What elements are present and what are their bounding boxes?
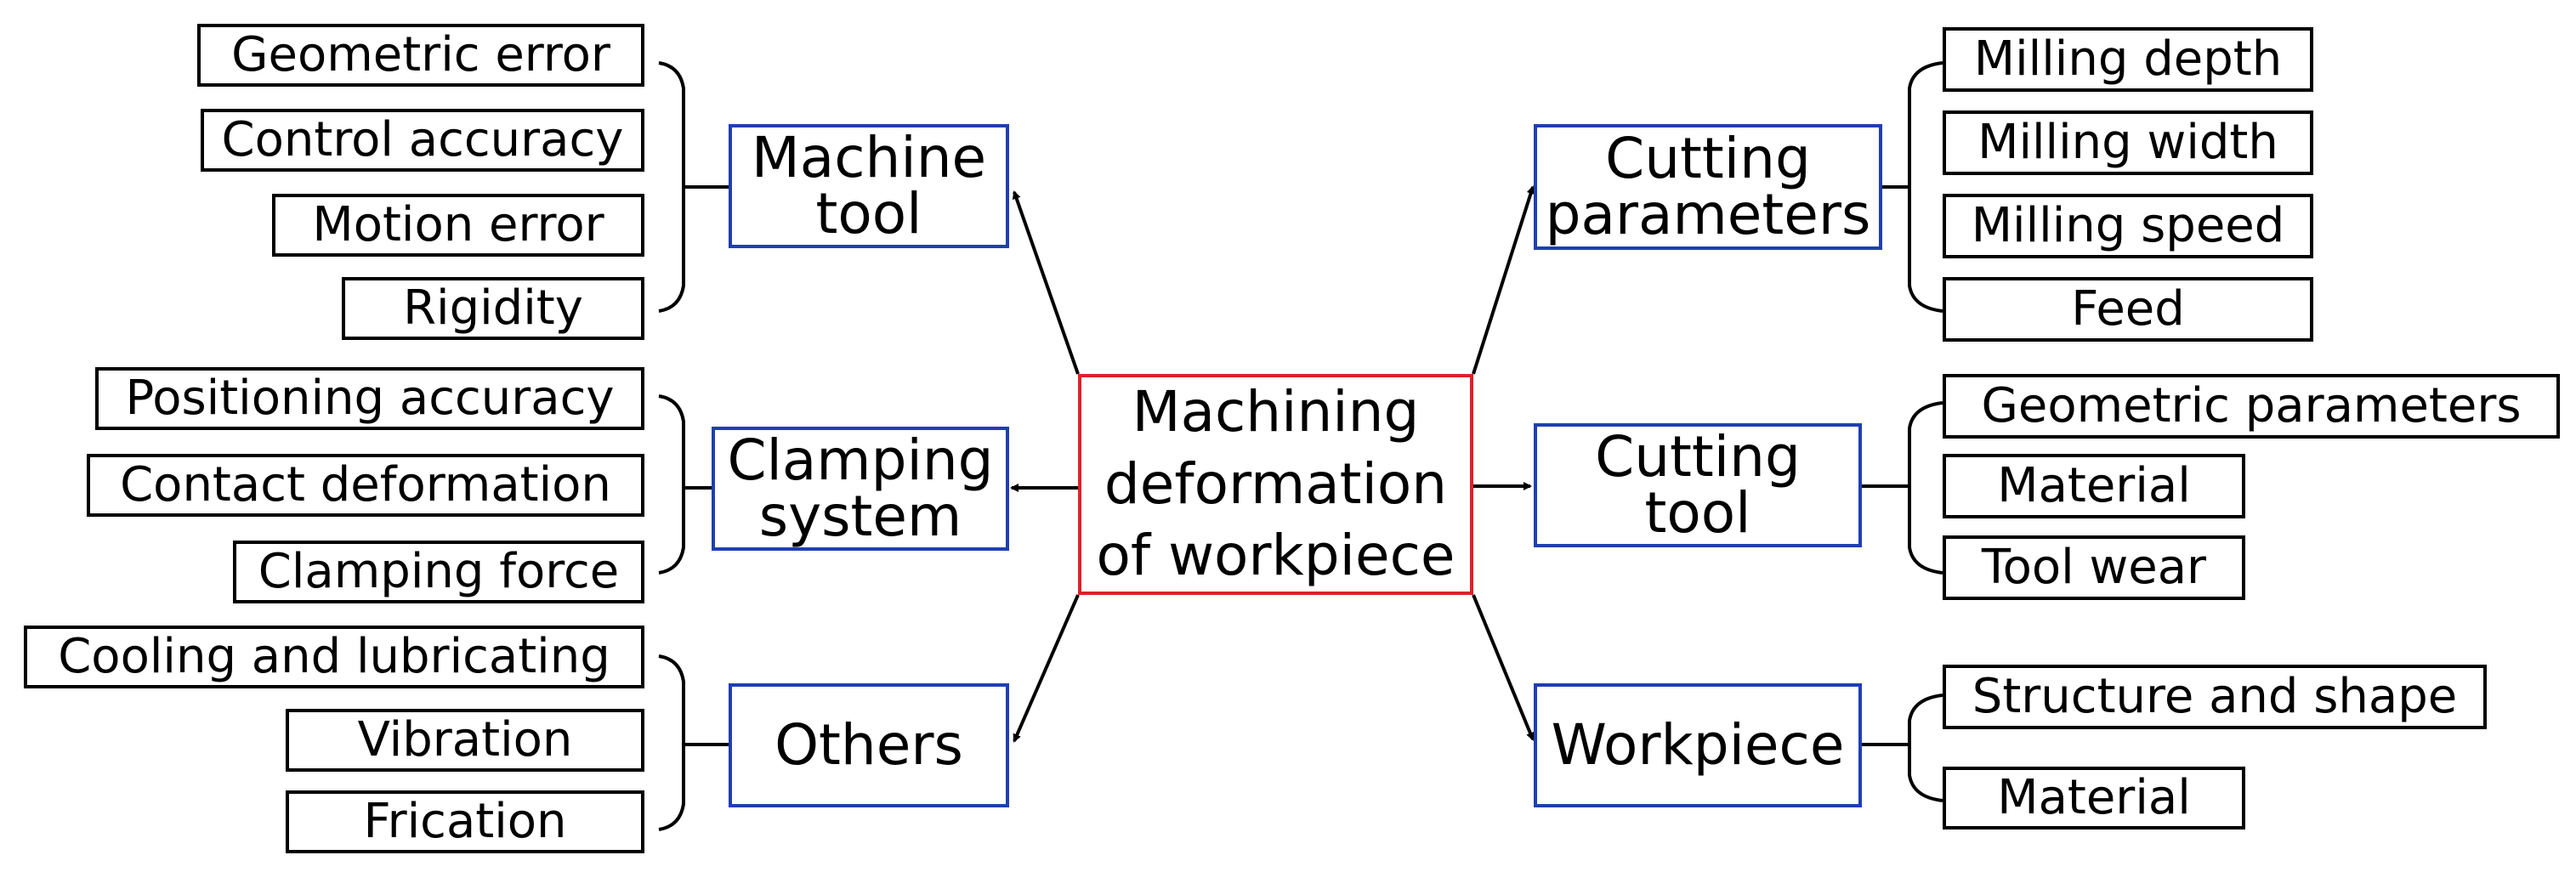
brace-workpiece (1908, 694, 1943, 802)
factor-feed: Feed (1943, 277, 2313, 342)
arrow-to-cutting-parameters (1472, 185, 1535, 375)
center-node: Machining deformation of workpiece (1078, 374, 1473, 595)
category-label: Cutting (1595, 424, 1801, 490)
center-line-1: Machining (1132, 379, 1420, 445)
factor-positioning-accuracy: Positioning accuracy (95, 367, 644, 430)
category-cutting-parameters: Cutting parameters (1534, 124, 1882, 250)
factor-structure-and-shape: Structure and shape (1943, 665, 2487, 729)
brace-cutting-parameters (1908, 61, 1943, 313)
category-label: Clamping (727, 428, 994, 493)
category-label: Others (775, 712, 963, 778)
brace-clamping-system (658, 394, 685, 575)
category-label: Workpiece (1551, 712, 1845, 778)
brace-machine-tool (658, 61, 685, 313)
factor-tool-wear: Tool wear (1943, 535, 2245, 600)
factor-material-workpiece: Material (1943, 767, 2245, 830)
center-line-2: deformation (1104, 450, 1448, 517)
factor-clamping-force: Clamping force (233, 541, 644, 603)
category-label: tool (815, 181, 922, 246)
category-label: Machine (751, 125, 987, 190)
category-others: Others (729, 683, 1009, 807)
factor-rigidity: Rigidity (342, 277, 644, 340)
category-label: parameters (1545, 182, 1871, 247)
factor-geometric-parameters: Geometric parameters (1943, 374, 2560, 439)
category-label: Cutting (1605, 126, 1811, 191)
category-machine-tool: Machine tool (729, 124, 1009, 248)
factor-motion-error: Motion error (272, 194, 644, 257)
factor-milling-width: Milling width (1943, 110, 2313, 175)
category-cutting-tool: Cutting tool (1534, 423, 1862, 547)
factor-milling-speed: Milling speed (1943, 194, 2313, 258)
arrow-to-workpiece (1472, 594, 1535, 741)
factor-vibration: Vibration (286, 709, 644, 772)
brace-others (658, 654, 685, 831)
arrow-to-machine-tool (1012, 190, 1080, 375)
factor-contact-deformation: Contact deformation (87, 454, 644, 517)
category-workpiece: Workpiece (1534, 683, 1862, 807)
category-clamping-system: Clamping system (712, 427, 1009, 551)
factor-material-tool: Material (1943, 454, 2245, 518)
factor-milling-depth: Milling depth (1943, 27, 2313, 92)
factor-cooling-and-lubricating: Cooling and lubricating (24, 626, 644, 688)
factor-control-accuracy: Control accuracy (201, 109, 644, 172)
factor-frication: Frication (286, 790, 644, 853)
category-label: tool (1644, 480, 1751, 546)
center-line-3: of workpiece (1096, 523, 1455, 589)
factor-geometric-error: Geometric error (197, 24, 644, 87)
brace-cutting-tool (1908, 401, 1943, 575)
arrow-to-others (1013, 594, 1080, 743)
category-label: system (758, 484, 962, 549)
